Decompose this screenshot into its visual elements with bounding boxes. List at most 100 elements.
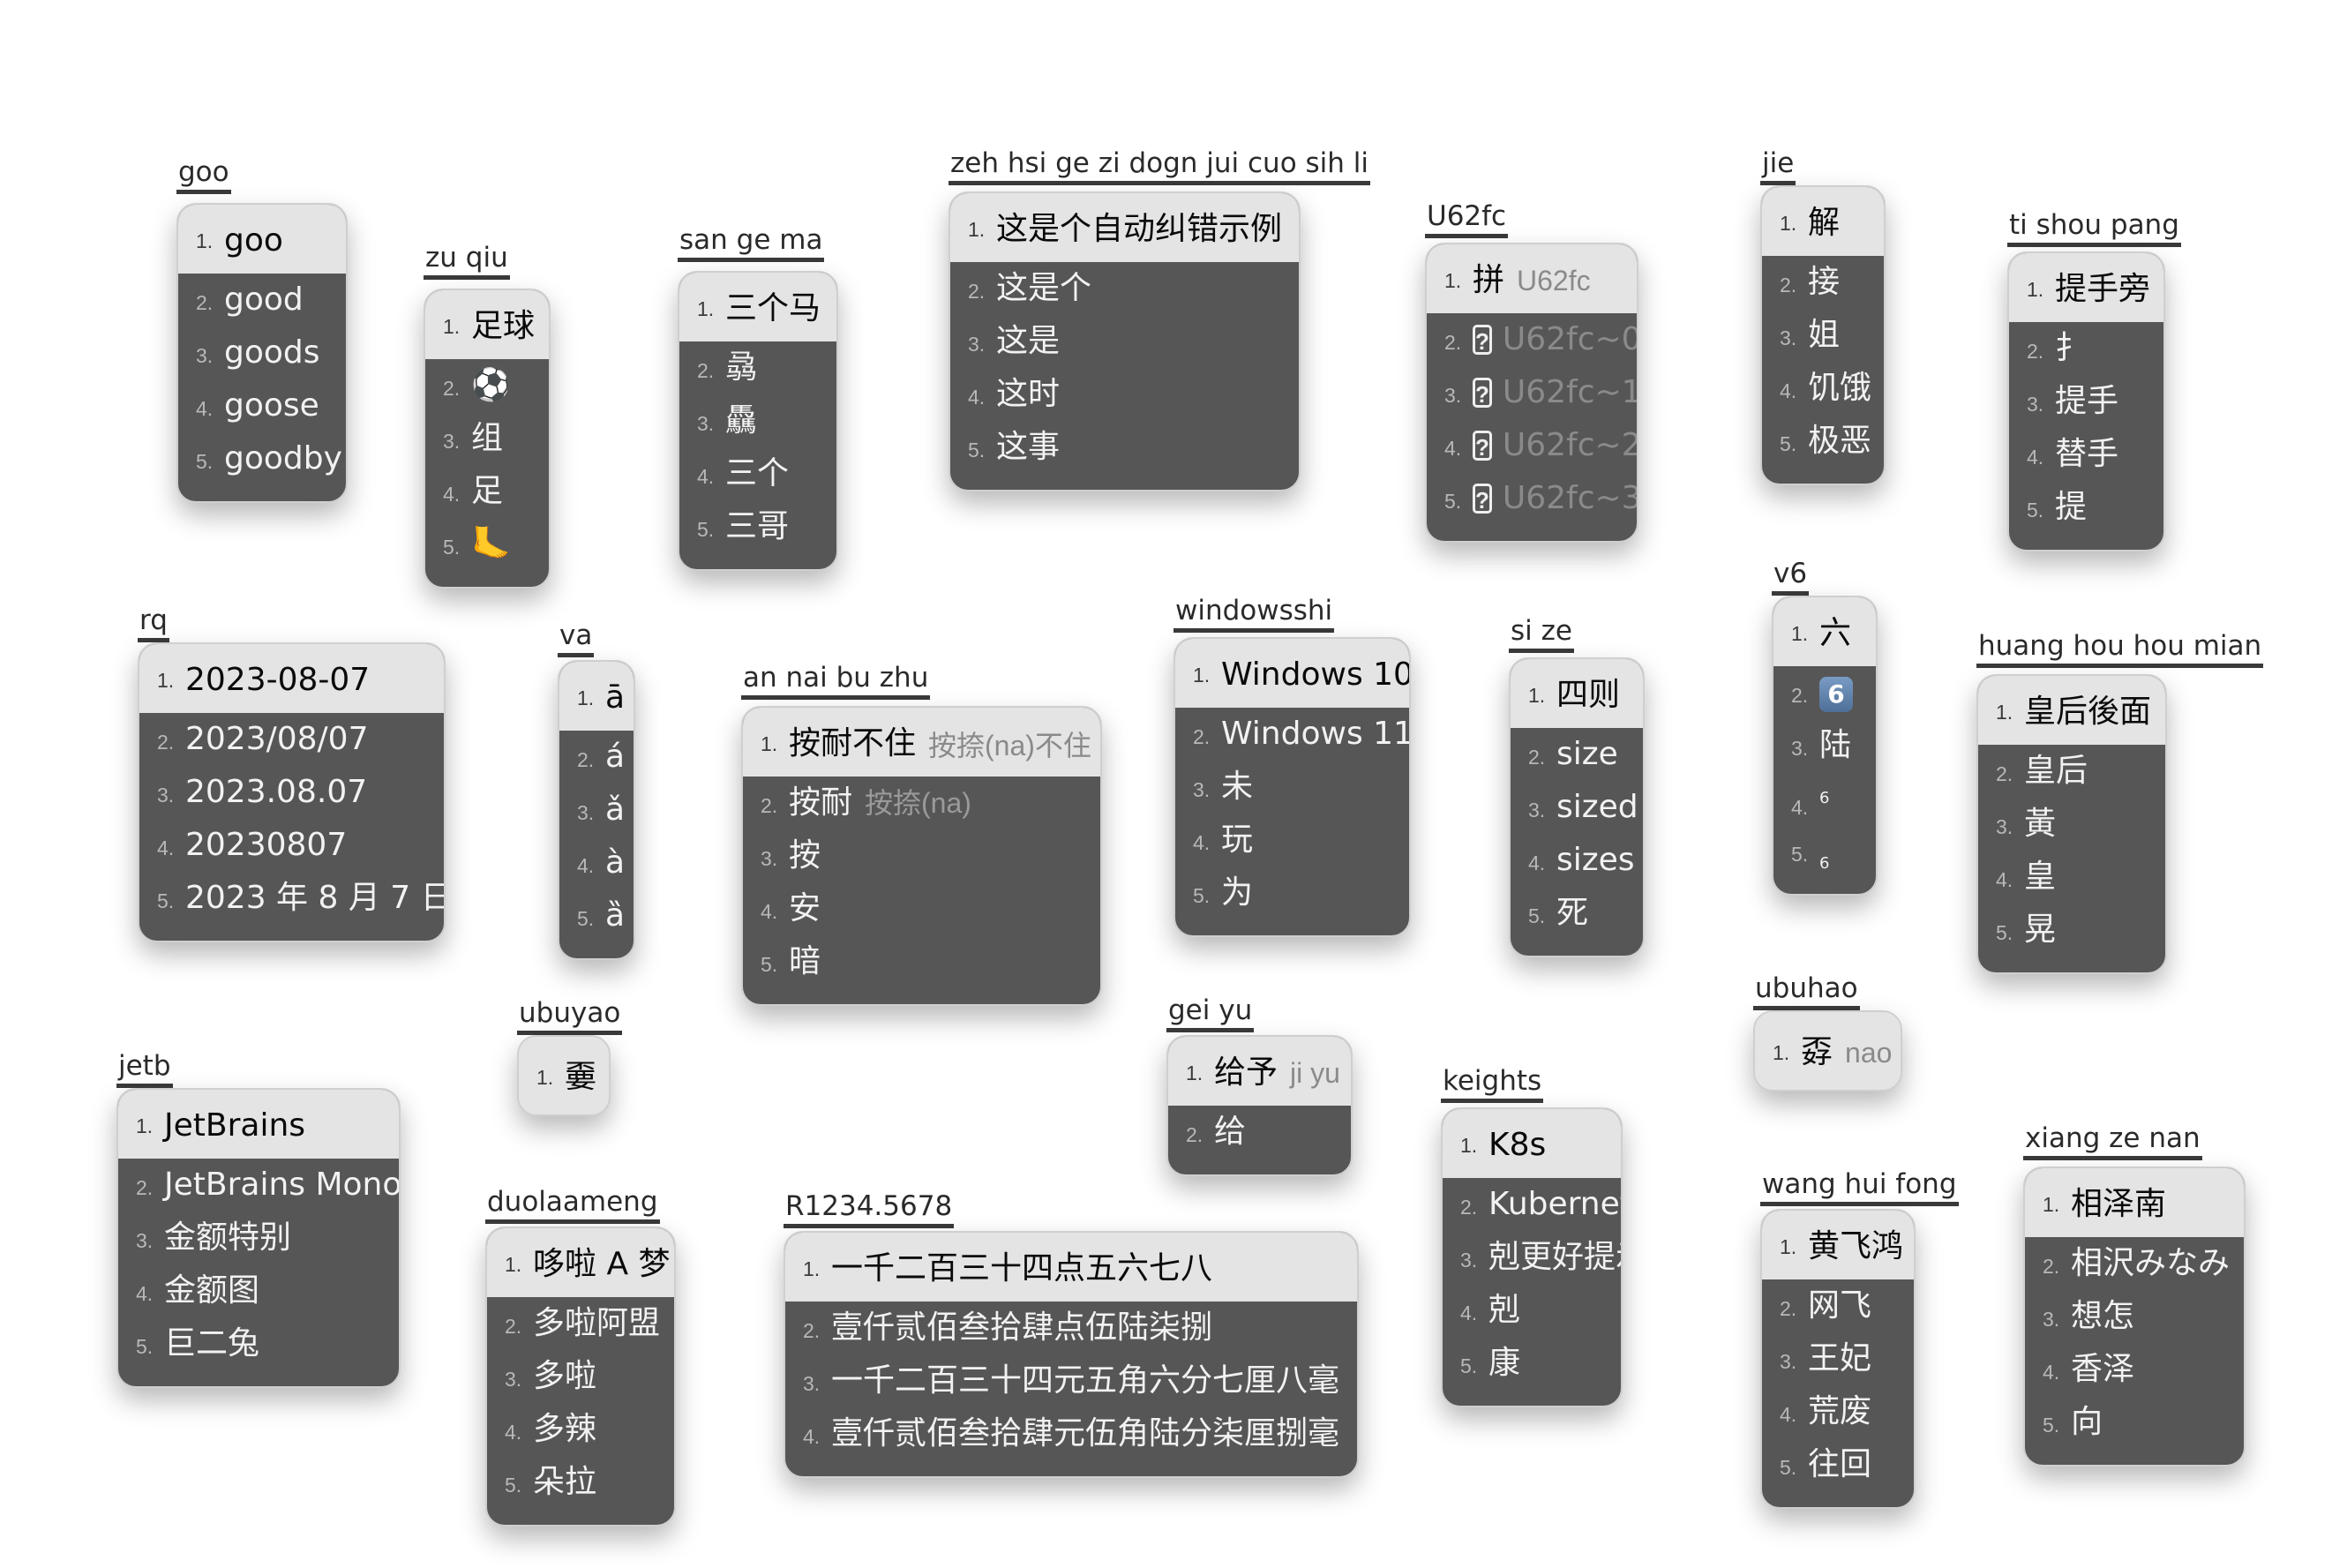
candidate-item[interactable]: 4.替手 [2009, 428, 2163, 481]
candidate-item[interactable]: 3.剋更好提示 [1443, 1231, 1621, 1284]
candidate-item[interactable]: 2.Windows 11 [1175, 708, 1409, 761]
candidate-item[interactable]: 4.皇 [1978, 851, 2165, 904]
candidate-item[interactable]: 2.⚽ [425, 359, 549, 412]
candidate-item[interactable]: 5.?U62fc~3 [1427, 472, 1637, 525]
candidate-item[interactable]: 2.good [178, 274, 346, 326]
candidate-item[interactable]: 4.金额图 [118, 1264, 399, 1317]
candidate-item[interactable]: 4.安 [743, 882, 1100, 935]
candidate-item[interactable]: 5.2023 年 8 月 7 日 [139, 872, 444, 925]
candidate-item[interactable]: 5.向 [2025, 1396, 2244, 1449]
candidate-item[interactable]: 3.这是 [950, 315, 1299, 368]
candidate-item[interactable]: 5.康 [1443, 1337, 1621, 1390]
candidate-item[interactable]: 2.扌 [2009, 322, 2163, 375]
candidate-highlighted[interactable]: 1.解 [1762, 187, 1884, 256]
candidate-item[interactable]: 2.这是个 [950, 262, 1299, 315]
candidate-highlighted[interactable]: 1.足球 [425, 290, 549, 359]
candidate-highlighted[interactable]: 1.2023-08-07 [139, 644, 444, 713]
candidate-item[interactable]: 2.给 [1168, 1106, 1351, 1159]
candidate-item[interactable]: 2.壹仟贰佰叁拾肆点伍陆柒捌 [785, 1302, 1357, 1354]
candidate-item[interactable]: 5.朵拉 [487, 1456, 674, 1509]
candidate-item[interactable]: 3.goods [178, 326, 346, 379]
candidate-highlighted[interactable]: 1.四则 [1511, 659, 1643, 728]
candidate-highlighted[interactable]: 1.goo [178, 205, 346, 274]
candidate-highlighted[interactable]: 1.三个马 [679, 273, 836, 341]
candidate-item[interactable]: 2.2023/08/07 [139, 713, 444, 766]
candidate-item[interactable]: 4.饥饿 [1762, 362, 1884, 415]
candidate-item[interactable]: 4.剋 [1443, 1284, 1621, 1337]
candidate-item[interactable]: 3.姐 [1762, 309, 1884, 362]
candidate-item[interactable]: 2.接 [1762, 256, 1884, 309]
candidate-item[interactable]: 3.王妃 [1762, 1332, 1914, 1385]
candidate-highlighted[interactable]: 1.Windows 10 [1175, 639, 1409, 708]
candidate-item[interactable]: 2.JetBrains Mono [118, 1159, 399, 1212]
candidate-highlighted[interactable]: 1.JetBrains [118, 1090, 399, 1159]
candidate-item[interactable]: 3.组 [425, 412, 549, 465]
candidate-highlighted[interactable]: 1.ā [559, 662, 634, 731]
candidate-item[interactable]: 2.size [1511, 728, 1643, 781]
candidate-highlighted[interactable]: 1.提手旁 [2009, 253, 2163, 322]
candidate-item[interactable]: 3.按 [743, 829, 1100, 882]
candidate-item[interactable]: 5.极恶 [1762, 415, 1884, 468]
candidate-item[interactable]: 2.á [559, 731, 634, 784]
candidate-item[interactable]: 5.死 [1511, 887, 1643, 940]
candidate-item[interactable]: 2.?U62fc~0 [1427, 313, 1637, 366]
candidate-highlighted[interactable]: 1.嫑 [519, 1037, 609, 1114]
candidate-item[interactable]: 5.6 [1773, 825, 1876, 878]
candidate-item[interactable]: 5.为 [1175, 867, 1409, 919]
candidate-item[interactable]: 5.晃 [1978, 904, 2165, 957]
candidate-highlighted[interactable]: 1.相泽南 [2025, 1168, 2244, 1237]
candidate-item[interactable]: 2.按耐按捺(na) [743, 776, 1100, 829]
candidate-item[interactable]: 3.想怎 [2025, 1290, 2244, 1343]
candidate-item[interactable]: 5.🦶 [425, 518, 549, 571]
candidate-item[interactable]: 5.提 [2009, 481, 2163, 534]
candidate-highlighted[interactable]: 1.按耐不住按捺(na)不住 [743, 708, 1100, 776]
candidate-item[interactable]: 3.黃 [1978, 798, 2165, 851]
candidate-item[interactable]: 4.这时 [950, 368, 1299, 421]
candidate-item[interactable]: 5.三哥 [679, 500, 836, 553]
candidate-item[interactable]: 4.20230807 [139, 819, 444, 872]
candidate-item[interactable]: 4.6 [1773, 772, 1876, 825]
candidate-item[interactable]: 3.提手 [2009, 375, 2163, 428]
candidate-item[interactable]: 5.这事 [950, 421, 1299, 474]
candidate-item[interactable]: 5.goodby [178, 432, 346, 485]
candidate-item[interactable]: 3.陆 [1773, 719, 1876, 772]
candidate-item[interactable]: 3.多啦 [487, 1350, 674, 1403]
candidate-item[interactable]: 3.金额特别 [118, 1212, 399, 1264]
candidate-item[interactable]: 3.一千二百三十四元五角六分七厘八毫 [785, 1354, 1357, 1407]
candidate-item[interactable]: 4.多辣 [487, 1403, 674, 1456]
candidate-highlighted[interactable]: 1.K8s [1443, 1109, 1621, 1178]
candidate-item[interactable]: 3.?U62fc~1 [1427, 366, 1637, 419]
candidate-item[interactable]: 4.玩 [1175, 814, 1409, 867]
candidate-item[interactable]: 4.壹仟贰佰叁拾肆元伍角陆分柒厘捌毫 [785, 1407, 1357, 1460]
candidate-item[interactable]: 5.巨二兔 [118, 1317, 399, 1370]
candidate-item[interactable]: 5.往回 [1762, 1438, 1914, 1491]
candidate-highlighted[interactable]: 1.六 [1773, 597, 1876, 666]
candidate-item[interactable]: 2.相沢みなみ [2025, 1237, 2244, 1290]
candidate-highlighted[interactable]: 1.这是个自动纠错示例 [950, 193, 1299, 262]
candidate-item[interactable]: 5.暗 [743, 935, 1100, 988]
candidate-item[interactable]: 4.荒废 [1762, 1385, 1914, 1438]
candidate-item[interactable]: 3.ǎ [559, 784, 634, 837]
candidate-item[interactable]: 3.未 [1175, 761, 1409, 814]
candidate-item[interactable]: 2.骉 [679, 341, 836, 394]
candidate-item[interactable]: 2.6 [1773, 666, 1876, 719]
candidate-item[interactable]: 4.?U62fc~2 [1427, 419, 1637, 472]
candidate-item[interactable]: 3.sized [1511, 781, 1643, 834]
candidate-item[interactable]: 4.sizes [1511, 834, 1643, 887]
candidate-item[interactable]: 2.Kubernetes [1443, 1178, 1621, 1231]
candidate-item[interactable]: 5.ȁ [559, 889, 634, 942]
candidate-item[interactable]: 2.网飞 [1762, 1279, 1914, 1332]
candidate-item[interactable]: 4.à [559, 837, 634, 889]
candidate-item[interactable]: 4.足 [425, 465, 549, 518]
candidate-highlighted[interactable]: 1.一千二百三十四点五六七八 [785, 1233, 1357, 1302]
candidate-highlighted[interactable]: 1.皇后後面 [1978, 676, 2165, 745]
candidate-item[interactable]: 2.皇后 [1978, 745, 2165, 798]
candidate-item[interactable]: 4.三个 [679, 447, 836, 500]
candidate-item[interactable]: 3.2023.08.07 [139, 766, 444, 819]
candidate-item[interactable]: 3.驫 [679, 394, 836, 447]
candidate-highlighted[interactable]: 1.黄飞鸿 [1762, 1211, 1914, 1279]
candidate-highlighted[interactable]: 1.哆啦 A 梦 [487, 1228, 674, 1297]
